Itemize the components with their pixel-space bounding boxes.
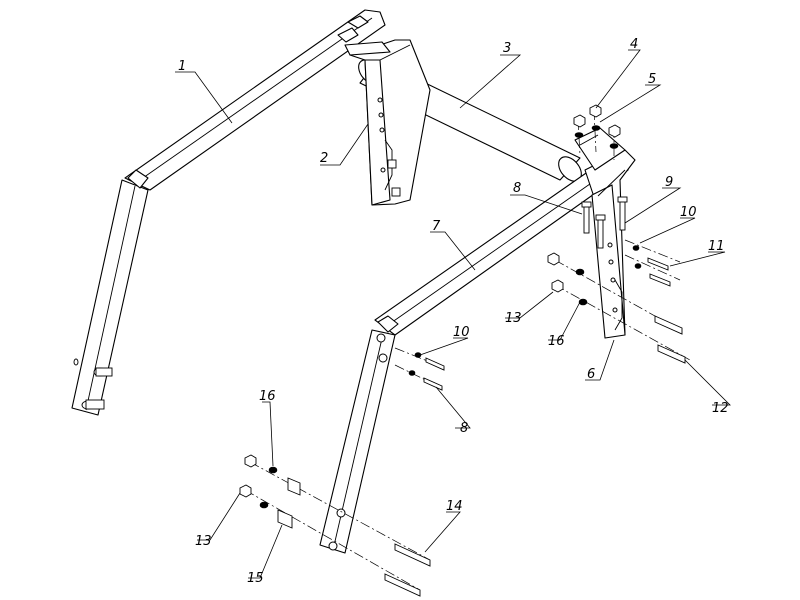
callout-4: 4 <box>630 37 638 52</box>
front-arch-bolts <box>394 347 446 391</box>
callout-16-left: 16 <box>259 389 276 404</box>
callout-6: 6 <box>587 367 595 382</box>
callout-5: 5 <box>648 72 656 87</box>
rear-bracket <box>349 39 431 206</box>
callout-16-right: 16 <box>548 334 565 349</box>
callout-8-lower: 8 <box>460 421 468 436</box>
callout-11: 11 <box>708 239 725 254</box>
callout-9: 9 <box>665 175 673 190</box>
callout-12: 12 <box>712 401 729 416</box>
callout-14: 14 <box>446 499 463 514</box>
callout-8-top: 8 <box>513 181 521 196</box>
front-bracket-bolts <box>547 239 691 364</box>
vertical-bolts <box>581 196 628 249</box>
callout-13-right: 13 <box>505 311 522 326</box>
callout-10-right: 10 <box>680 205 697 220</box>
callout-3: 3 <box>503 41 511 56</box>
top-hardware <box>573 104 621 160</box>
callout-labels: 1 2 3 4 5 6 7 8 8 9 10 10 11 12 13 13 14… <box>178 37 729 586</box>
lower-leg-hardware <box>239 454 431 597</box>
callout-10-left: 10 <box>453 325 470 340</box>
leader-lines <box>175 49 731 579</box>
callout-1: 1 <box>178 59 186 74</box>
front-arch <box>319 154 631 554</box>
callout-15: 15 <box>247 571 264 586</box>
callout-13-left: 13 <box>195 534 212 549</box>
left-arch <box>71 9 391 416</box>
callout-7: 7 <box>432 219 441 234</box>
callout-2: 2 <box>320 151 328 166</box>
